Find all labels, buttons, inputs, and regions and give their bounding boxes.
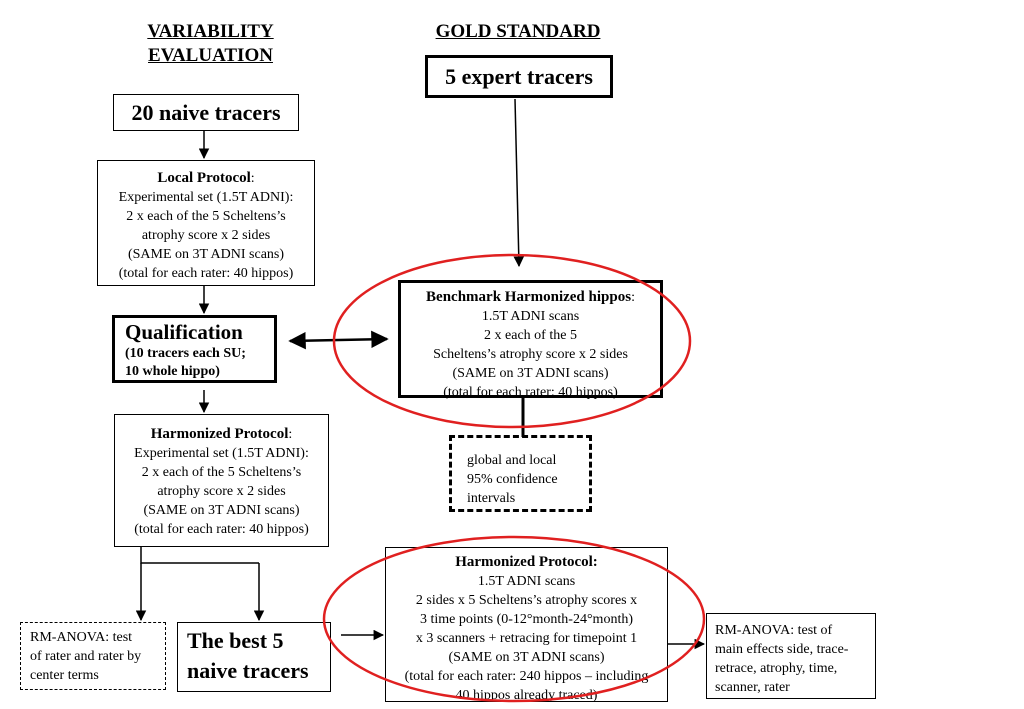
rm-anova-left-line: center terms <box>30 668 99 683</box>
gold-standard-header: GOLD STANDARD <box>435 21 601 42</box>
harmonized-protocol-main-box: Harmonized Protocol: 1.5T ADNI scans 2 s… <box>385 547 668 703</box>
qualification-box: Qualification (10 tracers each SU; 10 wh… <box>112 315 277 383</box>
qualification-line: (10 tracers each SU; <box>125 346 246 361</box>
local-protocol-colon: : <box>250 171 255 186</box>
rm-anova-left-box: RM-ANOVA: test of rater and rater by cen… <box>20 622 166 690</box>
rm-anova-right-line: main effects side, trace- <box>715 642 849 657</box>
benchmark-line: (SAME on 3T ADNI scans) <box>452 366 609 381</box>
benchmark-box: Benchmark Harmonized hippos: 1.5T ADNI s… <box>398 280 663 400</box>
rm-anova-left-line: RM-ANOVA: test <box>30 630 133 645</box>
local-protocol-line: atrophy score x 2 sides <box>141 228 271 243</box>
harmonized-left-line: 2 x each of the 5 Scheltens’s <box>141 465 302 480</box>
harmonized-main-line: (SAME on 3T ADNI scans) <box>448 650 605 665</box>
benchmark-heading: Benchmark Harmonized hippos: <box>401 288 660 307</box>
harmonized-left-line: atrophy score x 2 sides <box>157 484 286 499</box>
harmonized-left-line: Experimental set (1.5T ADNI): <box>134 446 309 461</box>
harmonized-left-colon: : <box>288 427 293 442</box>
naive-tracers-box: 20 naive tracers <box>113 94 299 131</box>
harmonized-main-line: 40 hippos already traced) <box>455 688 598 703</box>
arrow-expert-to-benchmark <box>513 98 525 268</box>
variability-header-line-2: EVALUATION <box>148 45 273 66</box>
best-five-box: The best 5 naive tracers <box>177 622 331 692</box>
rm-anova-right-box: RM-ANOVA: test of main effects side, tra… <box>706 613 876 699</box>
confidence-line: global and local <box>467 453 557 468</box>
confidence-line: 95% confidence <box>467 472 558 487</box>
best-five-line: naive tracers <box>187 658 309 683</box>
confidence-intervals-box: global and local 95% confidence interval… <box>449 435 592 512</box>
arrow-qualification-benchmark <box>288 330 389 350</box>
best-five-line: The best 5 <box>187 628 284 653</box>
benchmark-line: Scheltens’s atrophy score x 2 sides <box>433 347 628 362</box>
harmonized-left-line: (total for each rater: 40 hippos) <box>134 522 309 537</box>
benchmark-line: 1.5T ADNI scans <box>481 309 580 324</box>
local-protocol-heading: Local Protocol: <box>98 169 314 188</box>
harmonized-main-line: 1.5T ADNI scans <box>477 574 576 589</box>
variability-header-line-1: VARIABILITY <box>147 21 274 42</box>
local-protocol-line: (SAME on 3T ADNI scans) <box>127 247 285 262</box>
confidence-line: intervals <box>467 491 516 506</box>
harmonized-main-line: 3 time points (0-12°month-24°month) <box>419 612 633 627</box>
benchmark-title: Benchmark Harmonized hippos <box>426 289 632 305</box>
harmonized-protocol-left-box: Harmonized Protocol: Experimental set (1… <box>114 414 329 547</box>
local-protocol-line: 2 x each of the 5 Scheltens’s <box>126 209 286 224</box>
harmonized-main-line: (total for each rater: 240 hippos – incl… <box>404 669 649 684</box>
benchmark-line: (total for each rater: 40 hippos) <box>443 385 618 400</box>
expert-tracers-box: 5 expert tracers <box>425 55 613 98</box>
harmonized-main-title: Harmonized Protocol: <box>455 554 598 570</box>
rm-anova-right-line: retrace, atrophy, time, <box>715 661 838 676</box>
branch-harmonized <box>140 547 259 564</box>
qualification-title: Qualification <box>125 320 243 344</box>
local-protocol-line: Experimental set (1.5T ADNI): <box>118 190 294 205</box>
harmonized-left-heading: Harmonized Protocol: <box>115 425 328 444</box>
rm-anova-right-line: RM-ANOVA: test of <box>715 623 833 638</box>
rm-anova-right-line: scanner, rater <box>715 680 790 695</box>
benchmark-colon: : <box>631 290 635 305</box>
variability-header: VARIABILITY EVALUATION <box>128 20 293 68</box>
rm-anova-left-line: of rater and rater by <box>30 649 142 664</box>
harmonized-left-line: (SAME on 3T ADNI scans) <box>143 503 300 518</box>
harmonized-main-line: 2 sides x 5 Scheltens’s atrophy scores x <box>415 593 638 608</box>
benchmark-line: 2 x each of the 5 <box>484 328 577 343</box>
local-protocol-title: Local Protocol <box>157 170 251 186</box>
qualification-line: 10 whole hippo) <box>125 364 220 379</box>
harmonized-left-title: Harmonized Protocol <box>150 426 289 442</box>
harmonized-main-line: x 3 scanners + retracing for timepoint 1 <box>415 631 638 646</box>
local-protocol-line: (total for each rater: 40 hippos) <box>118 266 294 281</box>
local-protocol-box: Local Protocol: Experimental set (1.5T A… <box>97 160 315 286</box>
